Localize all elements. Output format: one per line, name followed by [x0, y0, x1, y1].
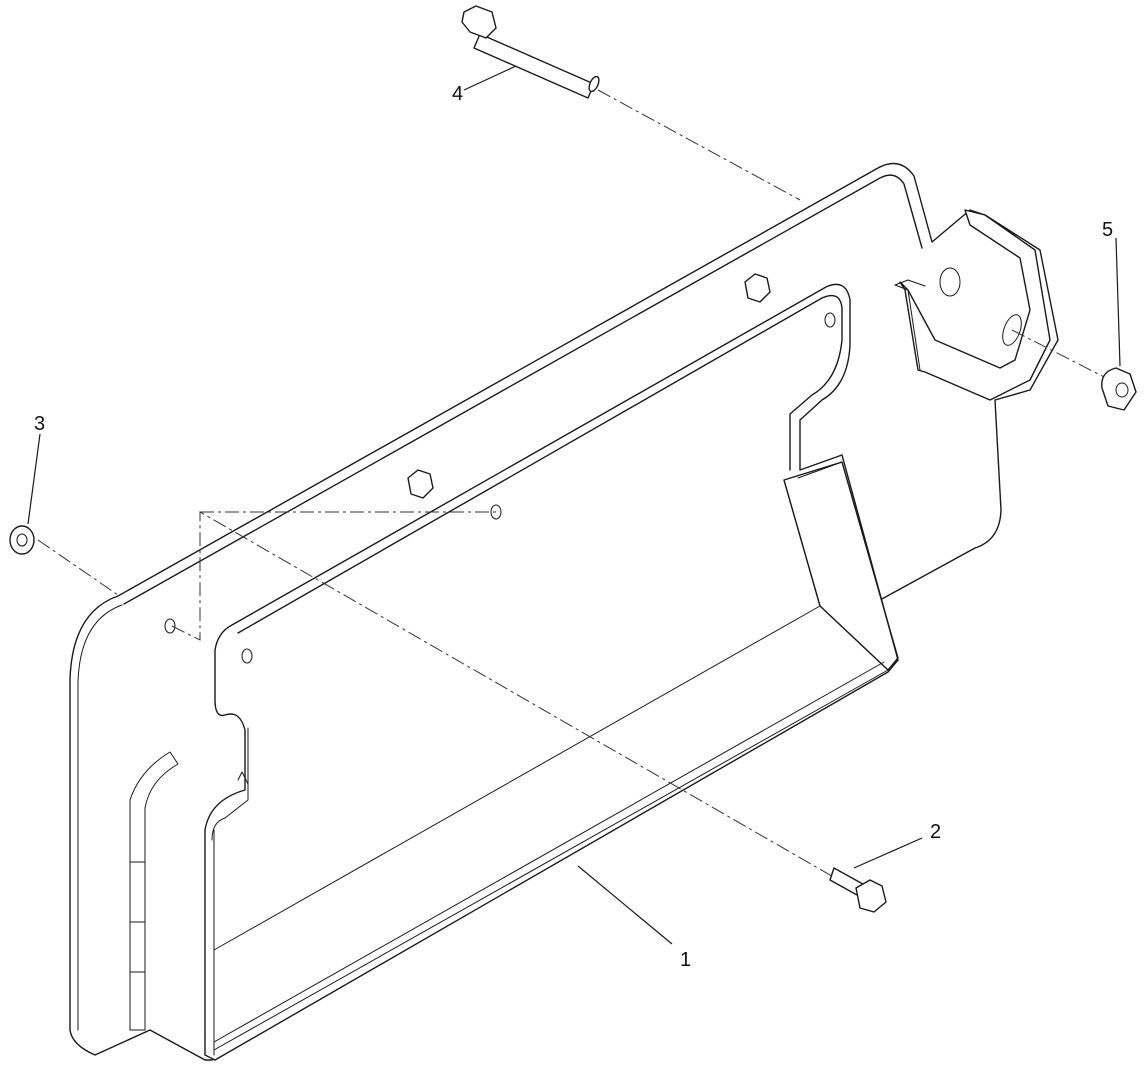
callout-4: 4 [452, 83, 463, 105]
callout-5: 5 [1102, 219, 1113, 241]
mounting-holes [164, 312, 836, 664]
hole-upper-right [824, 312, 836, 328]
long-bolt [461, 5, 600, 99]
callout-2: 2 [930, 821, 941, 843]
flange-nut-left [9, 525, 35, 555]
hole-center [490, 504, 502, 520]
bolt-head-middle [407, 469, 434, 499]
flange-nut-right [1101, 367, 1137, 411]
callout-1: 1 [680, 949, 691, 971]
assembly-lines [37, 89, 1111, 891]
leader-lines [27, 65, 1121, 945]
short-bolt [829, 867, 887, 913]
u-bracket [894, 209, 1051, 401]
hole-left-panel [241, 648, 253, 664]
inner-panel [129, 283, 899, 1061]
hole-left-plate [164, 618, 176, 634]
bolt-head-upper [744, 273, 771, 303]
callout-3: 3 [34, 413, 45, 435]
plate-bolt-heads [407, 273, 771, 499]
